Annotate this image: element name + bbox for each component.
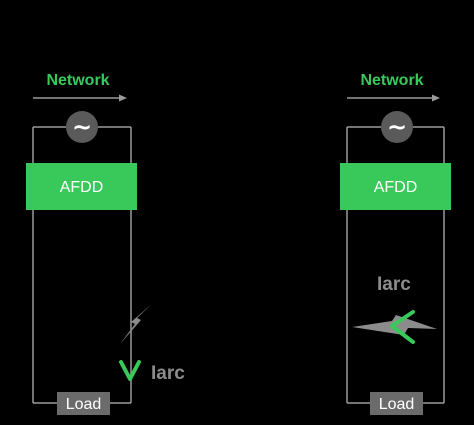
network-label: Network [360, 72, 423, 89]
circuit-left: Network ~ AFDD [26, 72, 185, 415]
ac-source-symbol: ~ [387, 113, 407, 141]
current-chevron-left-icon [390, 310, 415, 344]
ac-source-icon: ~ [381, 111, 413, 143]
afdd-box: AFDD [26, 163, 137, 210]
network-direction-arrow-icon [33, 94, 127, 102]
circuit-right: Network ~ AFDD Iarc [340, 72, 451, 415]
load-label: Load [379, 396, 415, 413]
lightning-bolt-icon [120, 304, 152, 344]
ac-source-icon: ~ [66, 111, 98, 143]
load-box: Load [370, 392, 423, 415]
current-chevron-down-icon [119, 360, 141, 381]
arc-current-label: Iarc [151, 363, 185, 384]
load-box: Load [57, 392, 110, 415]
ac-source-symbol: ~ [72, 113, 92, 141]
afdd-label: AFDD [60, 179, 104, 196]
arc-current-label: Iarc [377, 274, 411, 295]
afdd-label: AFDD [374, 179, 418, 196]
network-label: Network [46, 72, 109, 89]
afdd-box: AFDD [340, 163, 451, 210]
load-label: Load [66, 396, 102, 413]
network-direction-arrow-icon [347, 94, 440, 102]
